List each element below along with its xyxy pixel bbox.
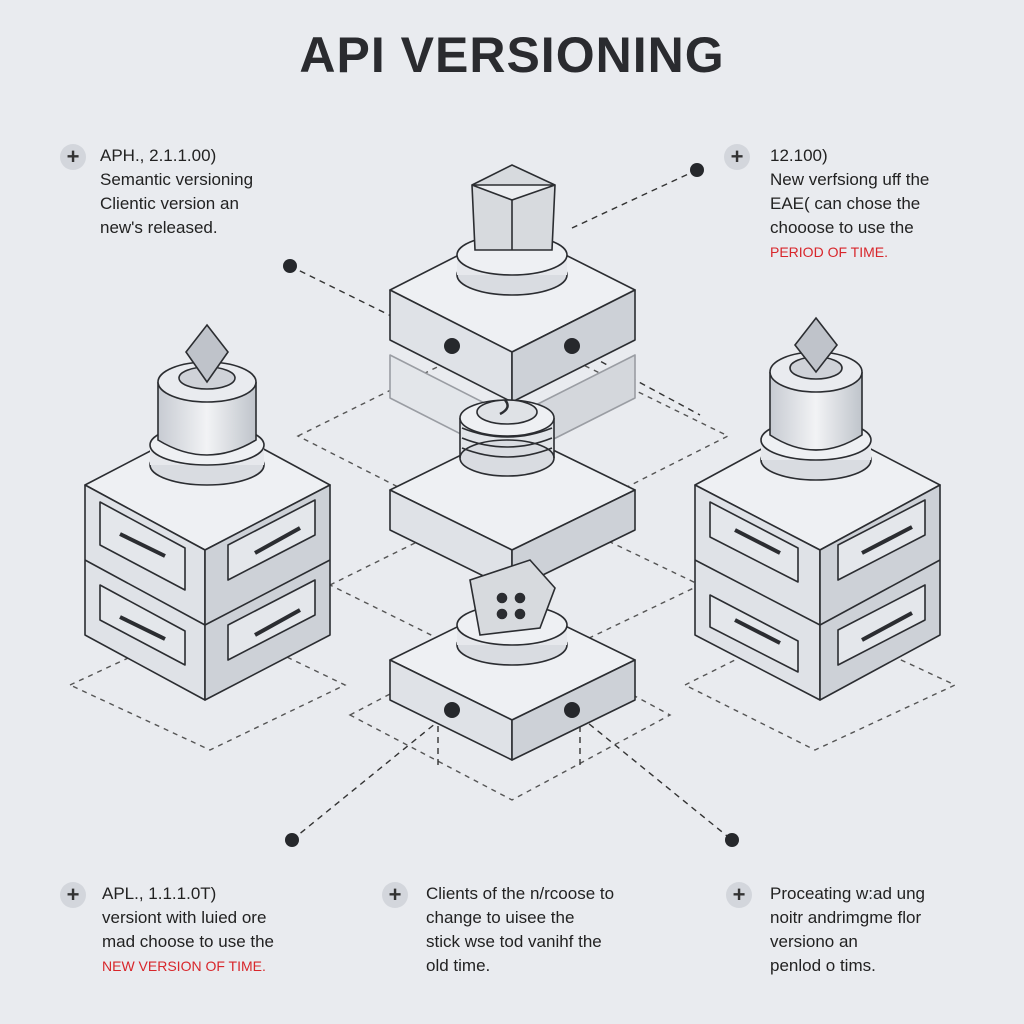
note-top-right: + 12.100) New verfsiong uff the EAE( can… <box>724 144 929 264</box>
note-heading: 12.100) <box>770 146 828 165</box>
right-cylinder-icon <box>760 316 872 481</box>
note-line: change to uisee the <box>426 908 575 927</box>
note-line: penlod o tims. <box>770 956 876 975</box>
plus-icon[interactable]: + <box>724 144 750 170</box>
note-heading: Proceating w:ad ung <box>770 884 925 903</box>
center-bottom-connector-dots <box>444 702 580 718</box>
center-connector-dots <box>444 338 580 354</box>
dice-cube-icon <box>456 559 568 666</box>
note-line: new's released. <box>100 218 218 237</box>
connector-dot-icon <box>690 163 704 177</box>
note-line: Clientic version an <box>100 194 239 213</box>
plus-icon[interactable]: + <box>382 882 408 908</box>
note-heading: Clients of the n/rcoose to <box>426 884 615 903</box>
note-line: Semantic versioning <box>100 170 254 189</box>
disc-stack-icon <box>459 399 555 477</box>
left-server-block-icon <box>84 419 331 701</box>
note-heading: APL., 1.1.1.0T) <box>102 884 217 903</box>
note-highlight: NEW VERSION OF TIME. <box>102 958 266 974</box>
note-heading: APH., 2.1.1.00) <box>100 146 217 165</box>
note-line: versiont with luied ore <box>102 908 267 927</box>
plus-icon[interactable]: + <box>60 144 86 170</box>
note-highlight: PERIOD OF TIME. <box>770 244 888 260</box>
connector-dots <box>283 163 739 847</box>
note-line: old time. <box>426 956 491 975</box>
note-bottom-center: + Clients of the n/rcoose to change to u… <box>382 882 614 978</box>
note-line: versiono an <box>770 932 858 951</box>
right-floor-outline <box>683 619 957 751</box>
center-middle-block-icon <box>389 429 636 591</box>
note-bottom-right: + Proceating w:ad ung noitr andrimgme fl… <box>726 882 925 978</box>
plus-icon[interactable]: + <box>60 882 86 908</box>
note-line: mad choose to use the <box>102 932 275 951</box>
left-cylinder-icon <box>149 323 265 486</box>
note-line: EAE( can chose the <box>770 194 921 213</box>
note-line: New verfsiong uff the <box>770 170 930 189</box>
note-line: chooose to use the <box>770 218 914 237</box>
note-line: stick wse tod vanihf the <box>426 932 602 951</box>
note-line: noitr andrimgme flor <box>770 908 922 927</box>
connector-dot-icon <box>725 833 739 847</box>
right-server-block-icon <box>694 419 941 701</box>
gem-icon <box>456 164 568 296</box>
connector-dot-icon <box>285 833 299 847</box>
plus-icon[interactable]: + <box>726 882 752 908</box>
page-title: API VERSIONING <box>299 27 725 83</box>
connector-lines <box>289 169 733 841</box>
note-bottom-left: + APL., 1.1.1.0T) versiont with luied or… <box>60 882 274 978</box>
note-top-left: + APH., 2.1.1.00) Semantic versioning Cl… <box>60 144 253 240</box>
connector-dot-icon <box>283 259 297 273</box>
